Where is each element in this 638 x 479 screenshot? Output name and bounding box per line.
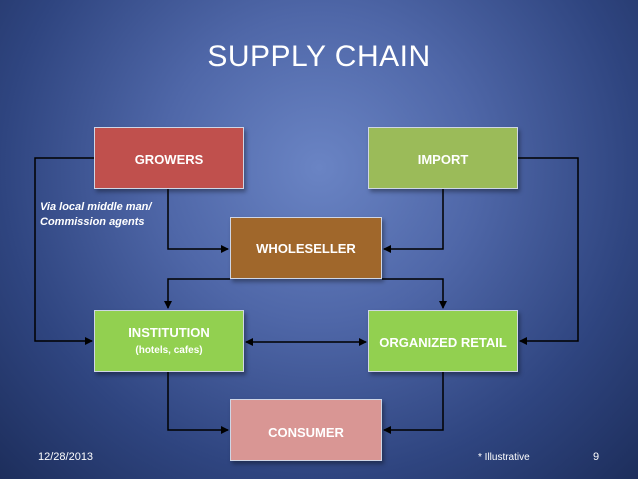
import-box: IMPORT — [368, 127, 518, 189]
footer-date: 12/28/2013 — [38, 451, 94, 463]
wholeseller-box: WHOLESELLER — [230, 217, 382, 279]
arrow-retail-to-consumer — [383, 372, 444, 434]
arrow-wholeseller-to-retail — [382, 278, 447, 309]
institution-label: INSTITUTION — [128, 325, 210, 340]
arrow-import-to-wholeseller — [383, 189, 444, 253]
wholeseller-label: WHOLESELLER — [256, 241, 356, 256]
arrow-growers-to-wholeseller — [167, 189, 229, 253]
footer-illustrative: * Illustrative — [478, 452, 530, 463]
middleman-note-line1: Via local middle man/ — [40, 201, 152, 213]
growers-box: GROWERS — [94, 127, 244, 189]
footer-page-number: 9 — [593, 451, 600, 463]
organized-retail-box: ORGANIZED RETAIL — [368, 310, 518, 372]
growers-label: GROWERS — [134, 152, 204, 167]
import-label: IMPORT — [417, 152, 469, 167]
consumer-label: CONSUMER — [268, 425, 344, 440]
slide-title: SUPPLY CHAIN — [207, 40, 431, 73]
arrow-wholeseller-to-institution — [164, 278, 230, 309]
consumer-box: CONSUMER — [230, 399, 382, 461]
arrow-import-to-retail — [518, 157, 579, 345]
institution-sublabel: (hotels, cafes) — [135, 345, 203, 356]
middleman-note: Via local middle man/ Commission agents — [40, 200, 151, 230]
organized-retail-label: ORGANIZED RETAIL — [379, 335, 507, 350]
arrow-institution-to-consumer — [167, 372, 229, 434]
middleman-note-line2: Commission agents — [40, 216, 145, 228]
institution-box: INSTITUTION (hotels, cafes) — [94, 310, 244, 372]
arrow-growers-to-institution — [34, 157, 94, 345]
